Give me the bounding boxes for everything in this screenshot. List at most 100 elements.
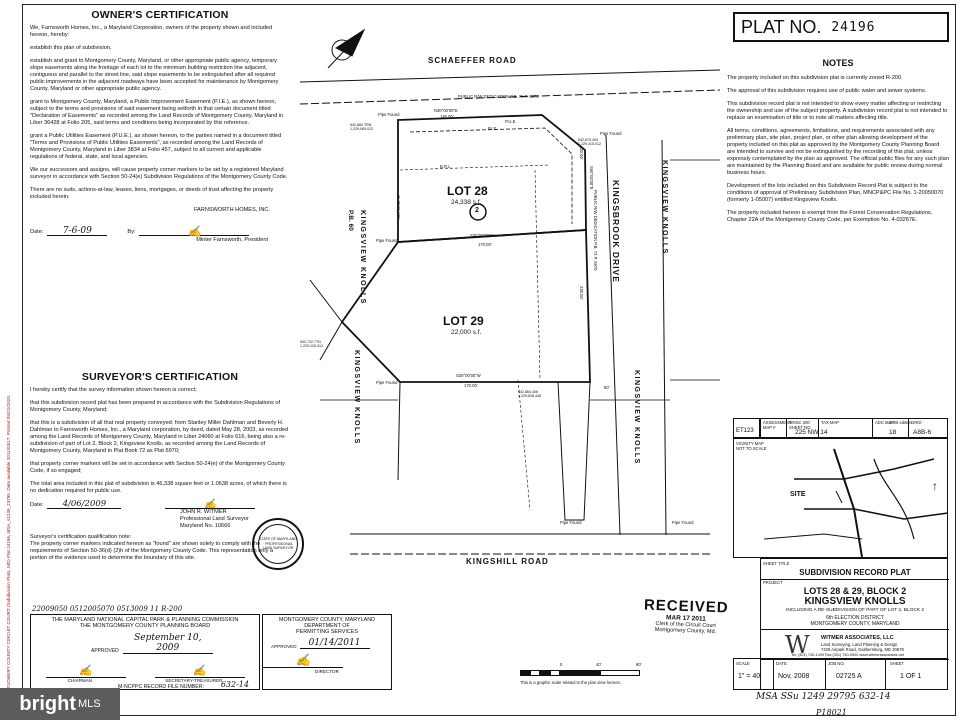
pipe-found: Pipe Found (376, 238, 398, 243)
firm-phone: Tel: (301) 740-1409 Fax:(301) 740-0500 w… (791, 653, 904, 657)
label-brl: B.R.L. (440, 164, 452, 169)
title-block-footer: SCALE 1" = 40' DATE Nov, 2008 JOB NO. 02… (733, 658, 948, 690)
note-item: This subdivision record plat is not inte… (727, 101, 948, 121)
assessment-map-cell: ET123 (733, 418, 760, 438)
scale-label-40: 40' (596, 662, 602, 667)
surveyors-date-label: Date: (30, 502, 44, 508)
mncppc-line2: THE MONTGOMERY COUNTY PLANNING BOARD (79, 623, 211, 629)
note-item: The approval of this subdivision require… (727, 88, 927, 94)
dedication-right: PUBLIC R/W DEDICATION P.B. 72 P. 6970 (593, 190, 598, 271)
permitting-line1: MONTGOMERY COUNTY, MARYLAND (278, 617, 376, 623)
surveyors-signature: ✍ (165, 500, 256, 510)
dist-right-2: 230.00' (579, 286, 584, 300)
director-label: DIRECTOR (315, 669, 339, 674)
date-label: DATE (776, 661, 787, 666)
record-type: SUBDIVISION RECORD PLAT (799, 568, 911, 577)
assessment-info-table: ASSESSMENT MAP # WSSC 200 SHEET NO. TAX … (760, 418, 948, 438)
sheet-border (22, 4, 956, 716)
owners-signer: Minter Farnsworth, President (196, 237, 268, 243)
plat-number-box: PLAT NO. 24196 (733, 12, 949, 42)
firm-name: WITMER ASSOCIATES, LLC (821, 635, 894, 641)
table-header: ASSESSMENT MAP # (763, 420, 792, 430)
project-district: 6th ELECTION DISTRICT (826, 615, 884, 621)
bearing-bottom: S30°00'00"W (456, 373, 481, 378)
note-item: Development of the lots included on this… (727, 183, 944, 203)
owners-date-label: Date: (30, 229, 44, 235)
table-header: TAX MAP (821, 420, 840, 425)
owners-signature: ✍ (139, 226, 250, 237)
permitting-approved-date: 01/14/2011 (299, 638, 370, 649)
label-pie: P.I.E. (488, 126, 498, 131)
vicinity-map-roads (763, 448, 949, 558)
road-kingsbrook: KINGSBROOK DRIVE (611, 180, 621, 283)
handwritten-reference-2: P18021 (816, 708, 847, 717)
mncppc-approved-label: APPROVED (91, 648, 119, 654)
scale-label-80: 80' (636, 662, 642, 667)
surveyors-certification-title: SURVEYOR'S CERTIFICATION (81, 371, 239, 383)
project-resub: INCLUDING A RE-SUBDIVISION OF PART OF LO… (786, 608, 924, 613)
permitting-line3: PERMITTING SERVICES (296, 629, 358, 635)
surveyors-paragraph: that property corner markers will be set… (30, 461, 285, 474)
seal-text: STATE OF MARYLAND · PROFESSIONAL LAND SU… (258, 524, 298, 564)
adc-edition: 2005 edition (889, 420, 912, 425)
permitting-line2: DEPARTMENT OF (304, 623, 350, 629)
sheet-value: 1 OF 1 (900, 673, 922, 680)
firm-logo-icon: W (785, 631, 810, 659)
scale-caption: This is a graphic scale related to the p… (520, 680, 622, 685)
dist-60: 60' (604, 385, 610, 390)
surveyors-signer: JOHN R. WITMER (180, 509, 227, 515)
surveyors-paragraph: that this subdivision record plat has be… (30, 400, 281, 413)
vicinity-map: VICINITY MAP NOT TO SCALE SITE ↑ (733, 438, 949, 558)
coordinate: 542,864.406 1,229,838.448 (518, 390, 541, 398)
plan-view (299, 28, 721, 555)
secretary-label: SECRETARY-TREASURER (165, 678, 223, 683)
table-value: A8B-6 (913, 429, 932, 436)
scale-label: SCALE (736, 661, 750, 666)
sheet-label: SHEET (890, 661, 904, 666)
bearing-left: N60°00'00"W (396, 195, 401, 220)
surveyors-paragraph: that this is a subdivision of all that r… (30, 420, 289, 454)
handwritten-reference: MSA SSu 1249 29795 632-14 (756, 692, 891, 702)
project-label: PROJECT (763, 580, 783, 585)
chairman-signature: ✍ (45, 664, 126, 678)
dist-mid: 170.00' (478, 242, 492, 247)
bearing-top: N30°00'00"E (434, 108, 458, 113)
project-county: MONTGOMERY COUNTY, MARYLAND (810, 621, 900, 627)
road-schaeffer: SCHAEFFER ROAD (428, 56, 517, 65)
dist-right-1: 120.00' (579, 146, 584, 160)
adjacent-right-2: KINGSVIEW KNOLLS (633, 370, 640, 465)
table-header: WSSC 200 SHEET NO. (789, 420, 812, 430)
pipe-found: Pipe Found (600, 131, 622, 136)
lot-28-label: LOT 28 (447, 184, 488, 198)
side-stamp: MONTGOMERY COUNTY CIRCUIT COURT (Subdivi… (6, 394, 11, 700)
owners-date-value: 7-6-09 (47, 227, 108, 236)
pipe-found: Pipe Found (560, 520, 582, 525)
note-item: The property included hereon is exempt f… (727, 210, 933, 223)
mncppc-approval-box: THE MARYLAND NATIONAL CAPITAL PARK & PLA… (30, 614, 260, 690)
plat-ref: P.B. 60 (347, 210, 354, 231)
surveyor-seal: STATE OF MARYLAND · PROFESSIONAL LAND SU… (252, 518, 304, 570)
job-label: JOB NO. (828, 661, 845, 666)
dist-bottom: 170.00' (464, 383, 478, 388)
lot-29-area: 22,000 s.f. (451, 329, 482, 336)
notes-section: NOTES The property included on this subd… (727, 59, 949, 230)
coordinate: 542,722.7TN 1,229,126.312 (300, 340, 323, 348)
block-number: 2 (475, 207, 479, 214)
owners-by-label: By: (127, 229, 136, 235)
adjacent-left-2: KINGSVIEW KNOLLS (353, 350, 360, 445)
title-block: SHEET TITLE SUBDIVISION RECORD PLAT PROJ… (760, 558, 949, 690)
pipe-found: Pipe Found (378, 112, 400, 117)
owners-paragraph: We our successors and assigns, will caus… (30, 167, 288, 180)
project-lots: LOTS 28 & 29, BLOCK 2 (803, 586, 907, 596)
owners-paragraph: grant to Montgomery County, Maryland, a … (30, 99, 284, 126)
permitting-approval-box: MONTGOMERY COUNTY, MARYLAND DEPARTMENT O… (262, 614, 392, 690)
bearing-right: S60°00'00"E (589, 166, 594, 190)
bearing-mid: S30°00'00"W (470, 233, 495, 238)
pipe-found: Pipe Found (376, 380, 398, 385)
scale-value: 1" = 40' (738, 673, 762, 680)
table-value: 225 NW 14 (795, 429, 828, 436)
date-value: Nov, 2008 (778, 673, 810, 680)
surveyors-paragraph: I hereby certify that the survey informa… (30, 387, 197, 393)
adjacent-left: KINGSVIEW KNOLLS (359, 210, 366, 305)
note-item: All terms, conditions, agreements, limit… (727, 128, 949, 176)
